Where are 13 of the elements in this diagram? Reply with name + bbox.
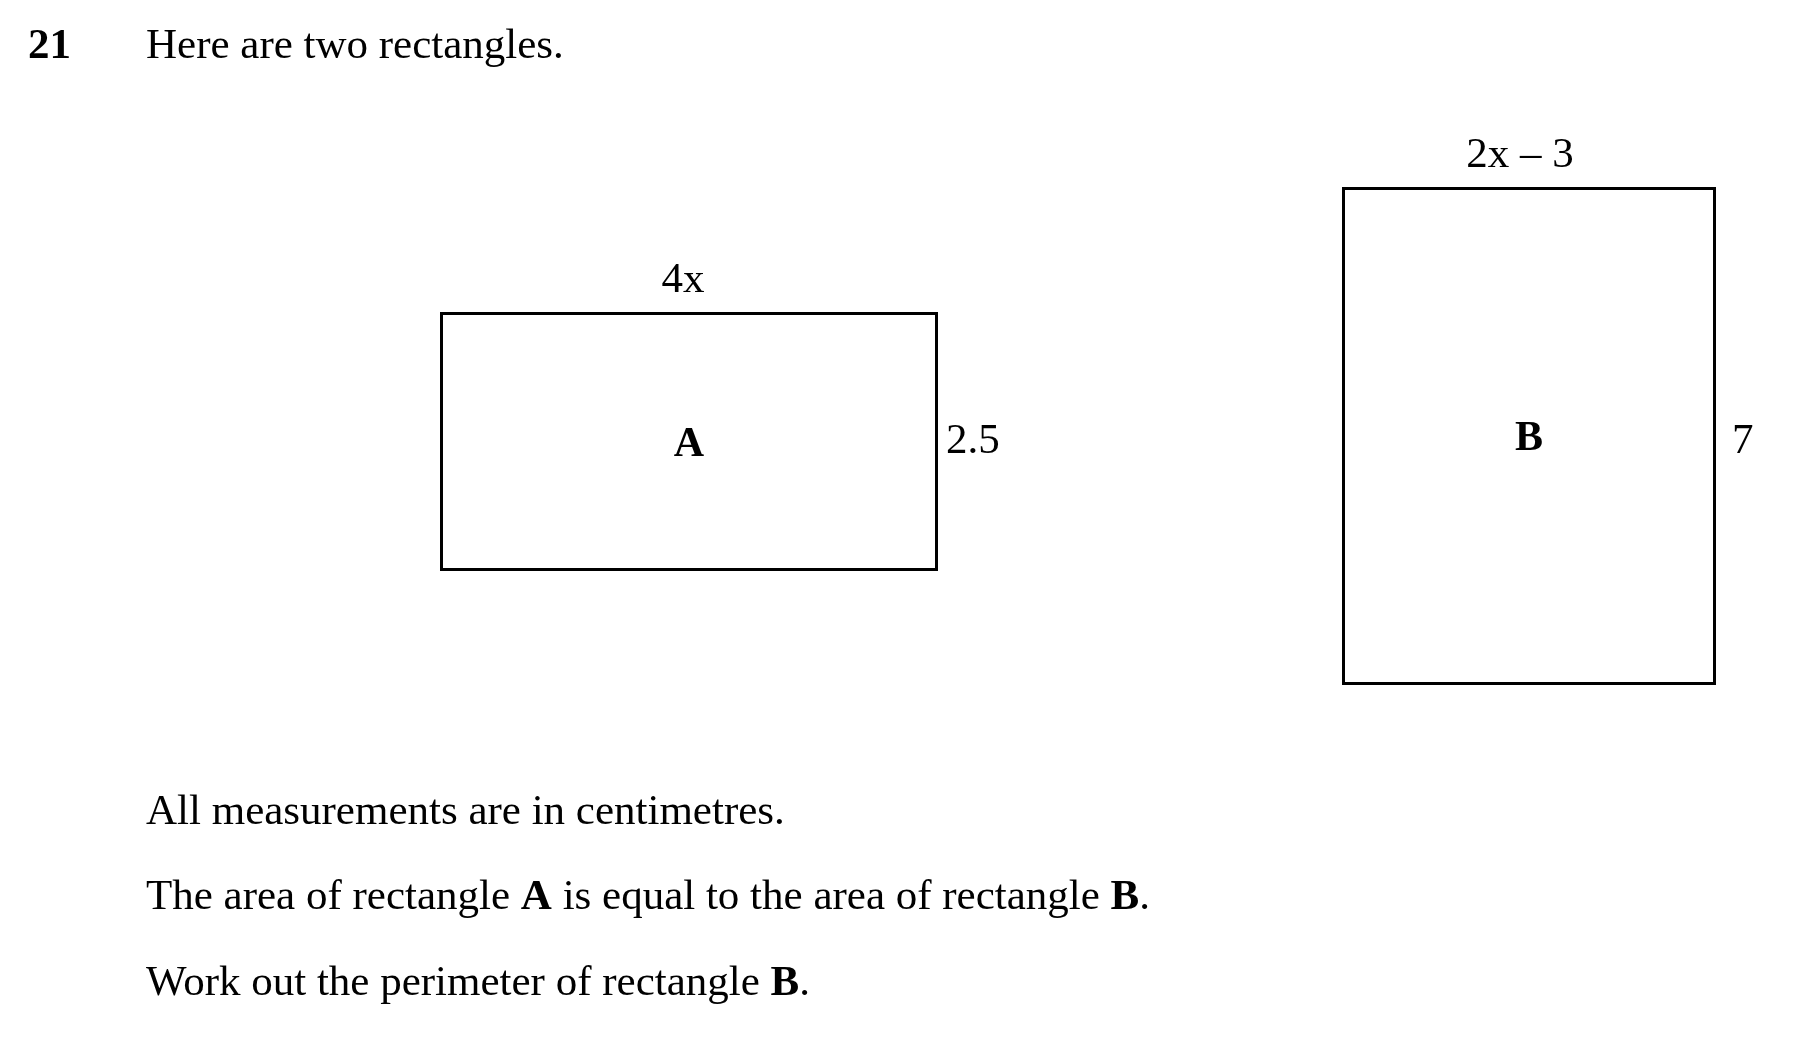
dimension-label: 4x: [661, 254, 705, 302]
dimension-label: 2x – 3: [1466, 129, 1574, 177]
rectangle-shape: [440, 312, 938, 571]
rectangle-label: A: [673, 417, 705, 466]
question-text: Here are two rectangles.: [146, 20, 564, 68]
dimension-label: 2.5: [946, 415, 1000, 463]
question-text: All measurements are in centimetres.: [146, 786, 785, 834]
rectangle-shape: [1342, 187, 1716, 685]
dimension-label: 7: [1732, 415, 1754, 463]
question-text: The area of rectangle A is equal to the area of rectangle B.: [146, 871, 1151, 919]
question-number: 21: [28, 20, 71, 68]
rectangle-label: B: [1515, 412, 1543, 460]
question-text: Work out the perimeter of rectangle B.: [146, 957, 810, 1005]
